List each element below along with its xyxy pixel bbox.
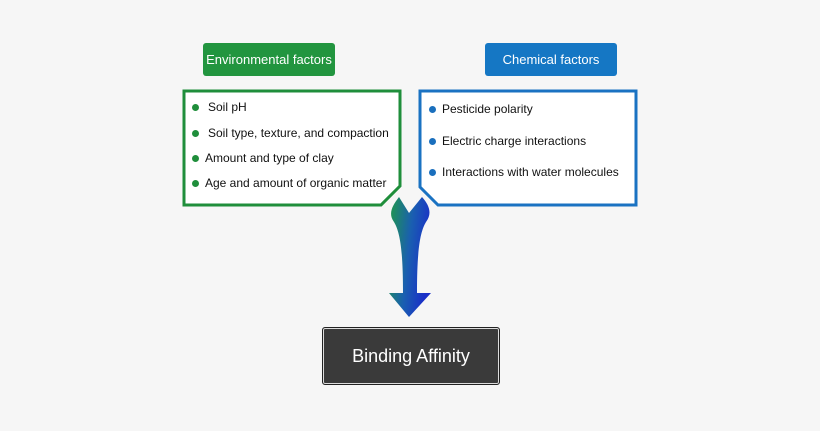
list-item-label: Soil type, texture, and compaction xyxy=(208,126,389,140)
list-item-label: Age and amount of organic matter xyxy=(205,176,387,190)
list-item-label: Interactions with water molecules xyxy=(442,165,619,179)
list-item-label: Amount and type of clay xyxy=(205,151,334,165)
bullet-icon xyxy=(192,180,199,187)
environmental-box xyxy=(182,89,402,207)
list-item-label: Pesticide polarity xyxy=(442,102,533,116)
list-item-label: Soil pH xyxy=(208,100,247,114)
bullet-icon xyxy=(429,169,436,176)
bullet-icon xyxy=(429,106,436,113)
list-item-label: Electric charge interactions xyxy=(442,134,587,148)
merge-arrow xyxy=(389,197,431,317)
binding-affinity-box: Binding Affinity xyxy=(322,327,500,385)
chemical-factors-tag: Chemical factors xyxy=(485,43,617,76)
bullet-icon xyxy=(192,155,199,162)
bullet-icon xyxy=(192,104,199,111)
bullet-icon xyxy=(429,138,436,145)
bullet-icon xyxy=(192,130,199,137)
environmental-factors-tag: Environmental factors xyxy=(203,43,335,76)
chemical-box xyxy=(418,89,638,207)
